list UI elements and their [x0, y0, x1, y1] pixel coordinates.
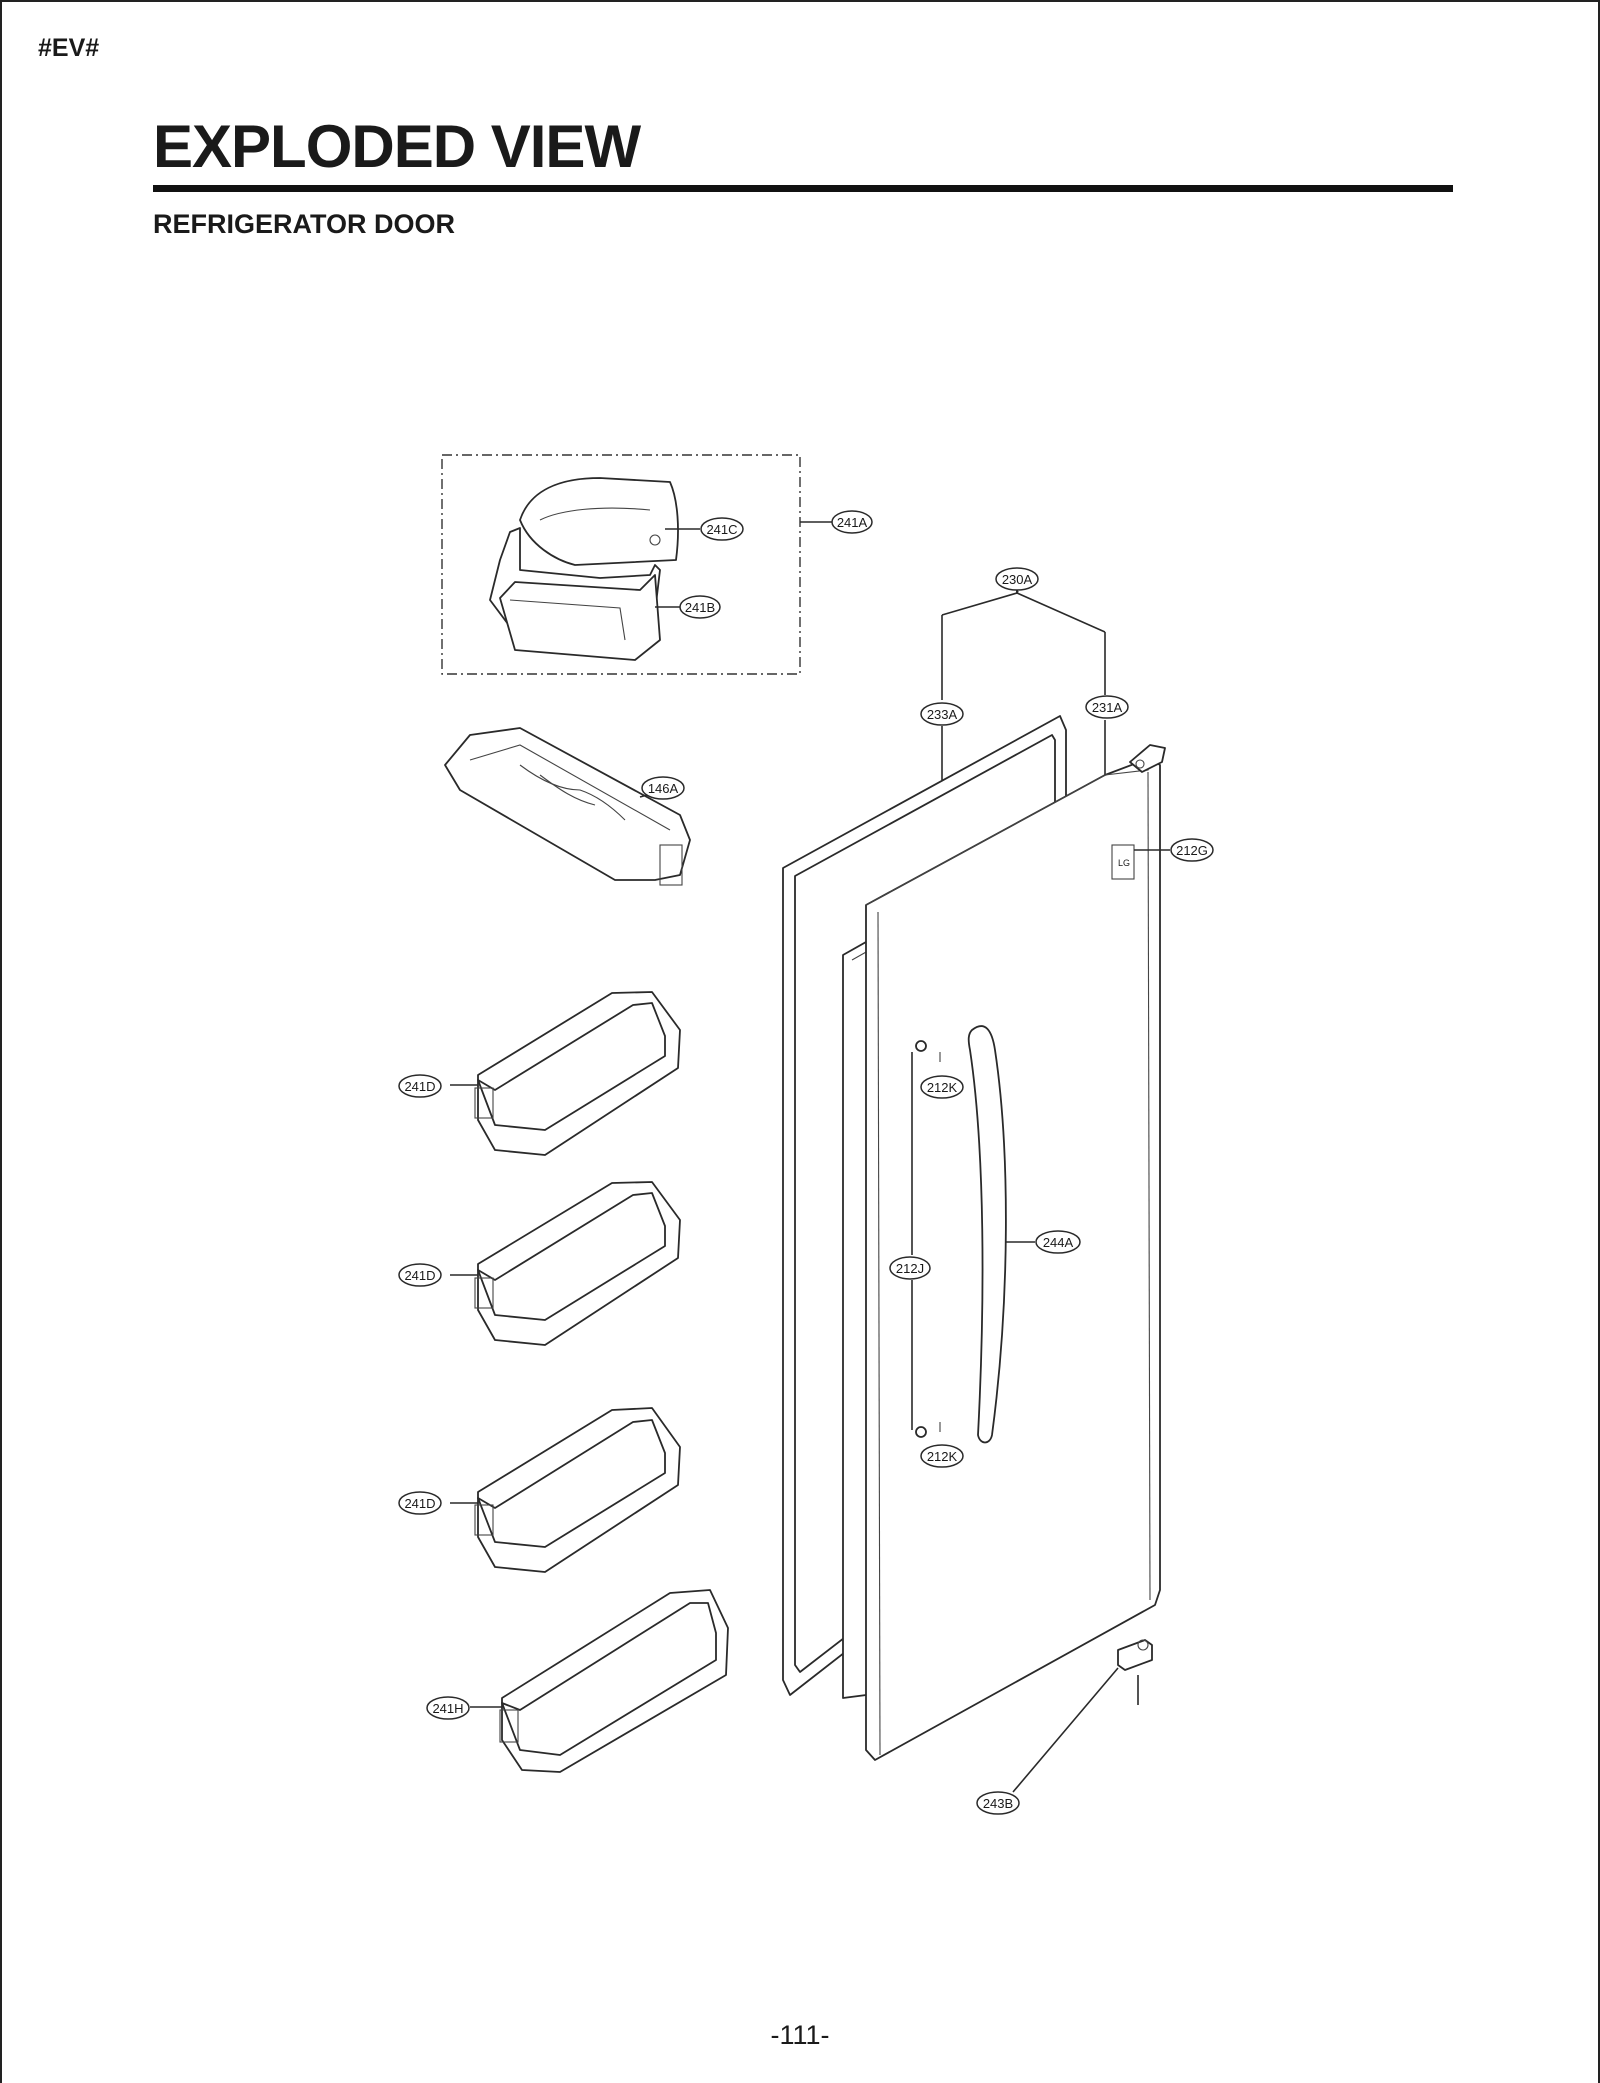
callout-146a: 146A [641, 776, 685, 800]
svg-text:241B: 241B [685, 600, 715, 615]
lower-hinge-243b [1012, 1639, 1153, 1793]
callout-231a: 231A [1085, 695, 1129, 719]
handle-screws [911, 1040, 941, 1438]
svg-text:241D: 241D [404, 1079, 435, 1094]
svg-text:231A: 231A [1092, 700, 1123, 715]
callout-233a: 233A [920, 702, 964, 726]
svg-text:212K: 212K [927, 1449, 958, 1464]
door-logo: LG [1118, 858, 1130, 868]
callout-212k-top: 212K [920, 1075, 964, 1099]
page-title: EXPLODED VIEW [153, 113, 641, 180]
callout-243b: 243B [976, 1791, 1020, 1815]
svg-text:212K: 212K [927, 1080, 958, 1095]
callout-241b: 241B [679, 595, 721, 619]
svg-text:212G: 212G [1176, 843, 1208, 858]
callout-212k-bottom: 212K [920, 1444, 964, 1468]
callout-212j: 212J [889, 1256, 931, 1280]
svg-text:241D: 241D [404, 1496, 435, 1511]
svg-text:243B: 243B [983, 1796, 1013, 1811]
svg-text:233A: 233A [927, 707, 958, 722]
section-subtitle: REFRIGERATOR DOOR [153, 209, 456, 239]
svg-text:146A: 146A [648, 781, 679, 796]
svg-text:241A: 241A [837, 515, 868, 530]
assembly-241a-box [441, 454, 801, 675]
svg-text:241H: 241H [432, 1701, 463, 1716]
page-number: -111- [770, 2020, 830, 2050]
section-marker: #EV# [38, 34, 100, 62]
svg-text:241D: 241D [404, 1268, 435, 1283]
page-frame-top [0, 0, 1600, 2]
page-frame-left [0, 0, 2, 2083]
door-bin-241d-1 [450, 991, 681, 1156]
svg-text:241C: 241C [706, 522, 737, 537]
door-bin-241h [470, 1589, 729, 1773]
callout-244a: 244A [1035, 1230, 1081, 1254]
callout-230a: 230A [995, 567, 1039, 591]
ice-bin-241c [519, 477, 700, 566]
door-handle-244a [967, 1025, 1035, 1444]
door-panel-231a: LG [865, 744, 1166, 1761]
callout-212g: 212G [1134, 838, 1214, 862]
callout-241d-1: 241D [398, 1074, 442, 1098]
door-bin-241d-2 [450, 1181, 681, 1346]
door-bin-146a [444, 727, 691, 886]
svg-text:212J: 212J [896, 1261, 924, 1276]
title-rule [153, 185, 1453, 192]
door-bin-241d-3 [450, 1407, 681, 1573]
svg-text:244A: 244A [1043, 1235, 1074, 1250]
ice-bin-base-241b [489, 527, 680, 661]
page-frame-right [1598, 0, 1600, 2083]
callout-241a: 241A [831, 510, 873, 534]
callout-241d-2: 241D [398, 1263, 442, 1287]
callout-241h: 241H [426, 1696, 470, 1720]
svg-text:230A: 230A [1002, 572, 1033, 587]
callout-241d-3: 241D [398, 1491, 442, 1515]
callout-241c: 241C [700, 517, 744, 541]
